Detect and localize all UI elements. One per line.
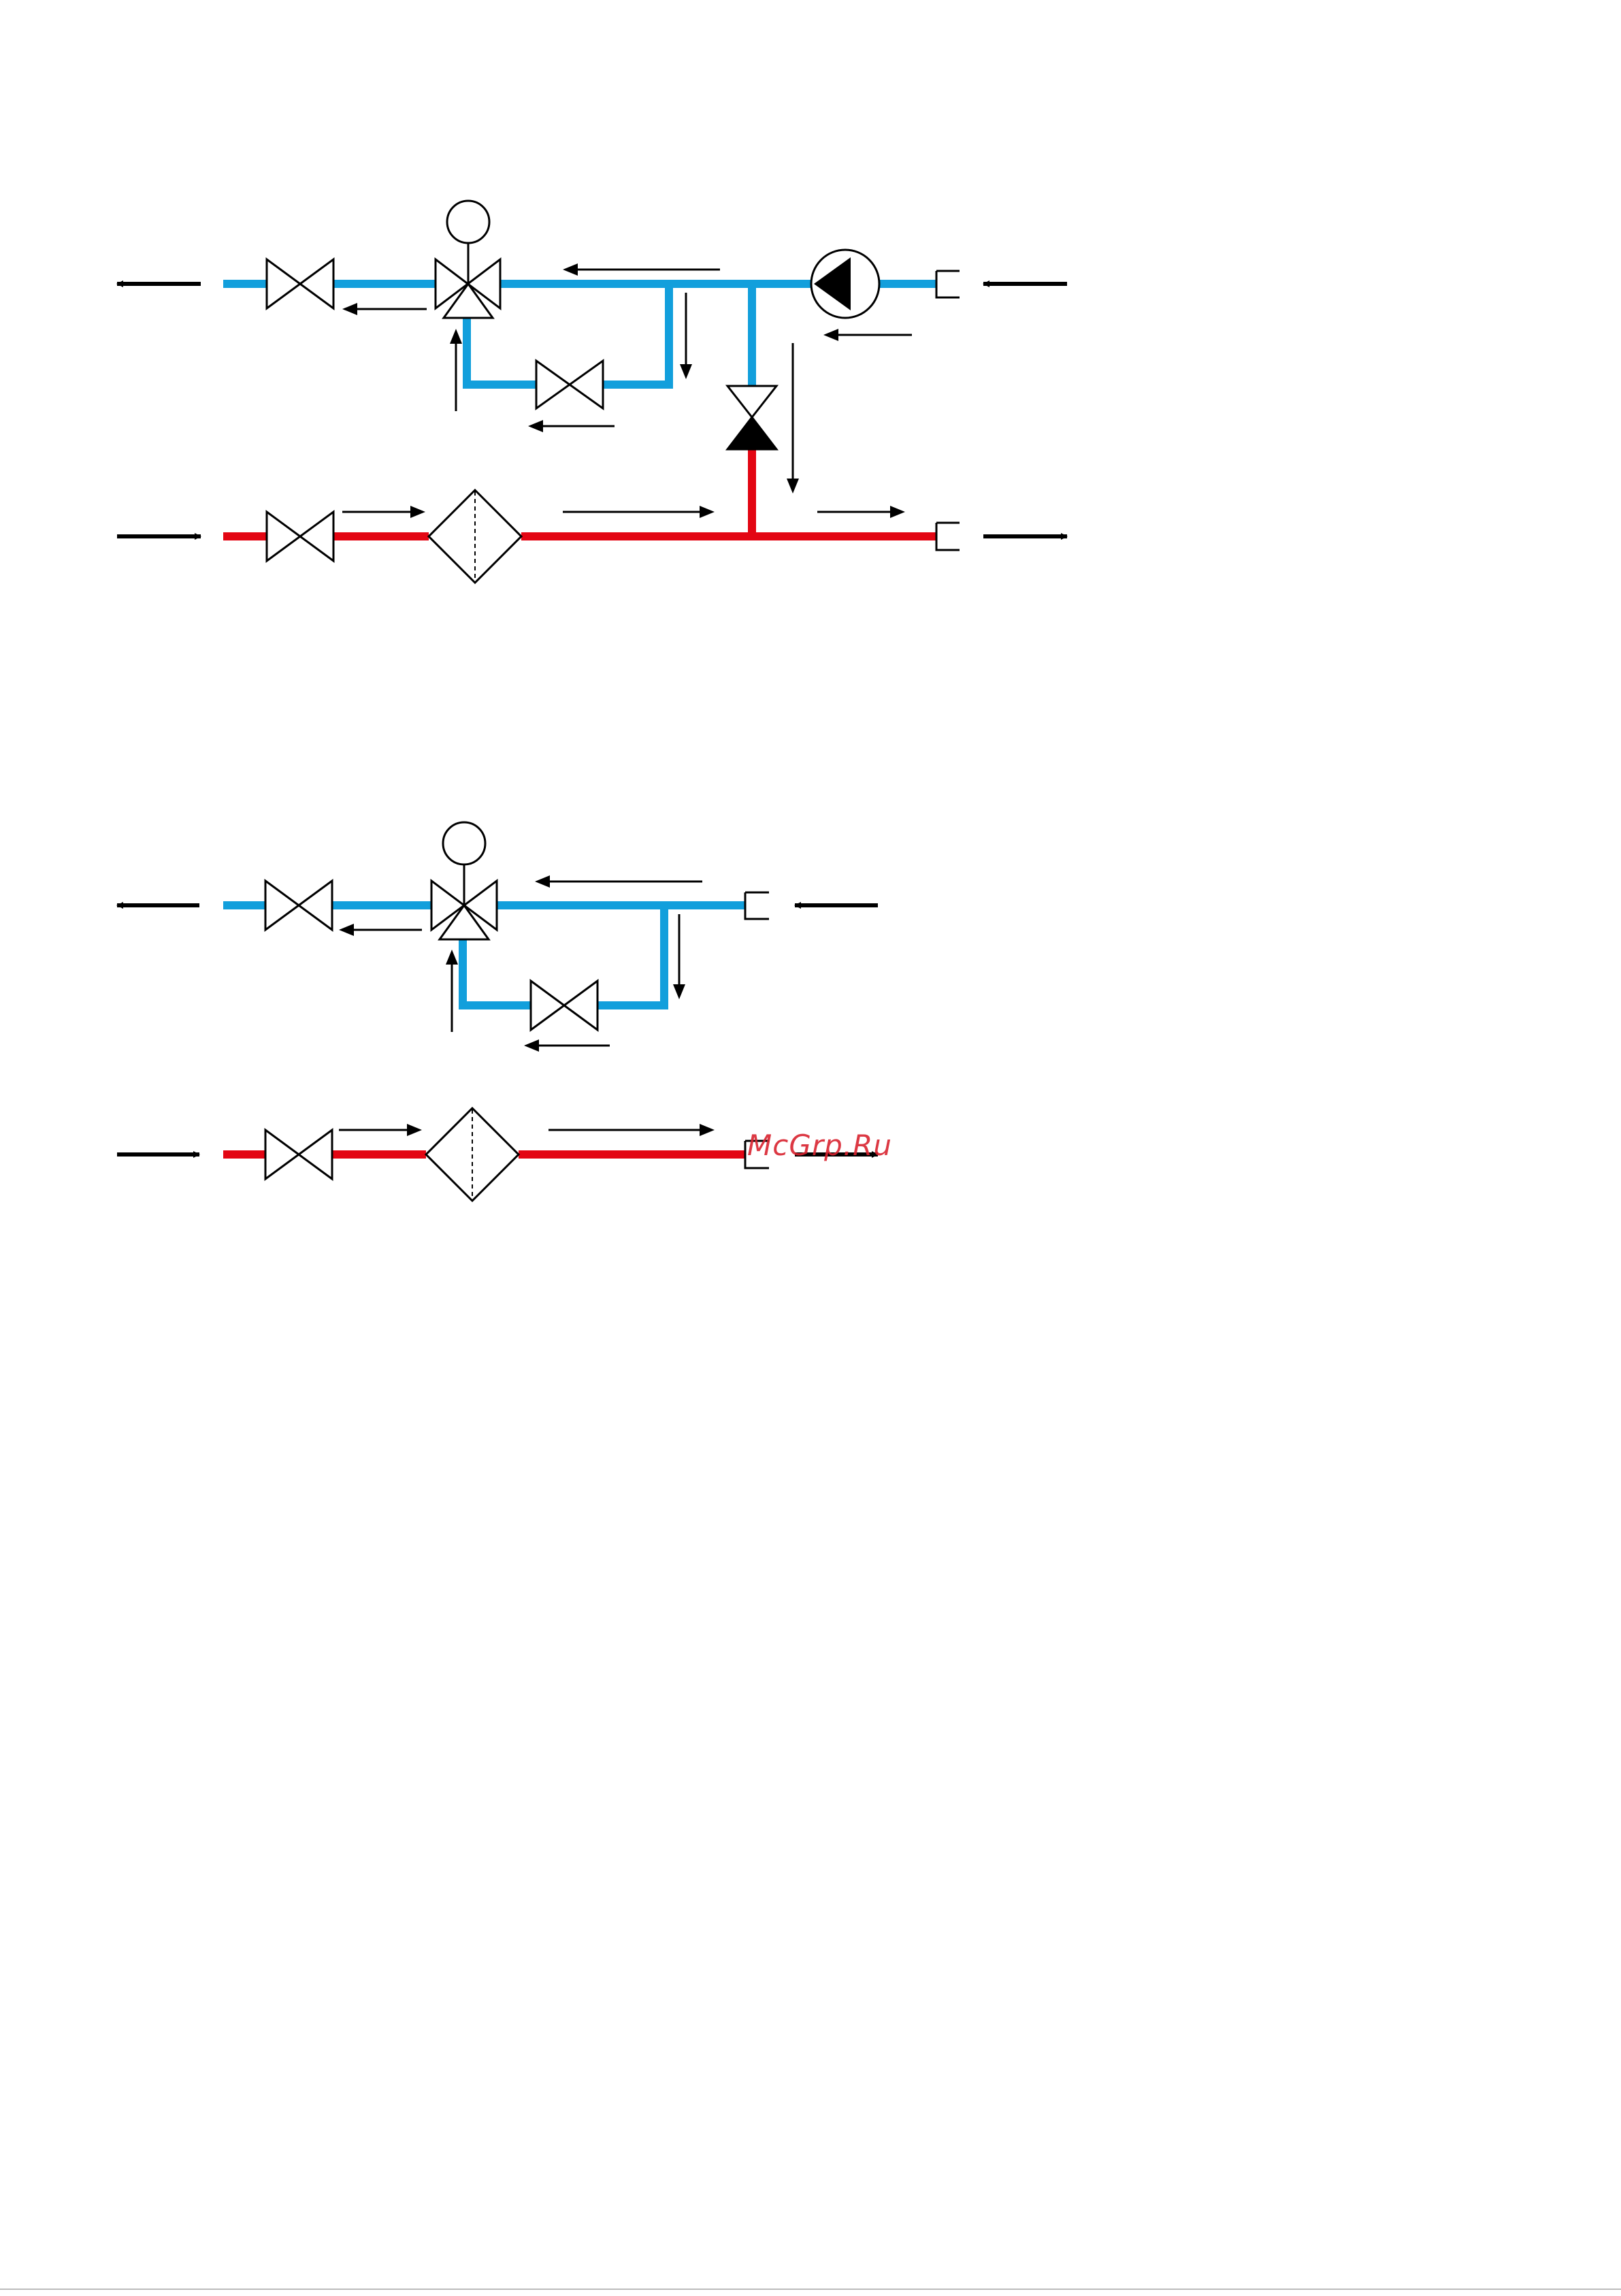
flow-arrow-head [823, 329, 838, 341]
page-bottom-rule [0, 2289, 1621, 2290]
flow-arrow-head [673, 984, 685, 999]
actuator-icon [447, 201, 489, 243]
flow-arrow-head [410, 506, 425, 518]
flow-arrow-head [528, 420, 543, 432]
flow-arrow-head [700, 506, 715, 518]
flow-arrows-external [117, 905, 878, 1154]
three-way-valve-icon [436, 243, 500, 318]
flow-arrow-head [446, 950, 458, 965]
flow-arrows-external [117, 284, 1067, 536]
flow-arrow-head [339, 924, 354, 936]
balancing-valve-bypass-icon [531, 981, 597, 1030]
flow-arrow-head [890, 506, 905, 518]
flow-arrow-head [680, 364, 692, 379]
ball-valve-return-icon [267, 259, 333, 308]
flow-arrow-head [535, 875, 550, 888]
circulation-pump-icon [811, 250, 879, 318]
strainer-icon [426, 1108, 519, 1201]
flow-arrow-head [563, 263, 578, 276]
flow-arrow-head [700, 1124, 715, 1136]
actuator-icon [443, 822, 485, 864]
pipe-connection-return-icon [936, 271, 960, 297]
pipe-connection-supply-icon [936, 523, 960, 550]
flow-arrow-head [407, 1124, 422, 1136]
ball-valve-supply-icon [267, 512, 333, 561]
ball-valve-supply-icon [265, 1130, 332, 1179]
bypass-valve-icon [727, 386, 776, 449]
pipe-connection-return-icon [745, 892, 769, 919]
flow-arrow-head [787, 479, 799, 494]
flow-arrow-head [524, 1039, 539, 1052]
flow-arrow-head [450, 329, 462, 344]
watermark-text: McGrp.Ru [747, 1129, 892, 1162]
flow-arrow-head [342, 303, 357, 315]
strainer-icon [429, 490, 521, 583]
balancing-valve-bypass-icon [536, 361, 603, 408]
three-way-valve-icon [431, 864, 497, 939]
diagram-pump-circuit [117, 201, 1067, 583]
ball-valve-return-icon [265, 881, 332, 930]
